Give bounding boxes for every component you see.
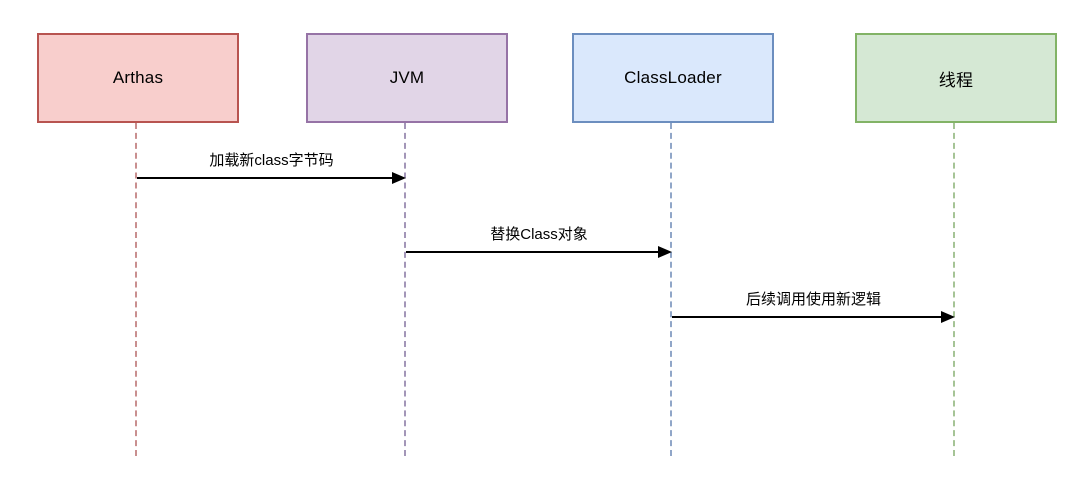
actor-box-thread: 线程 bbox=[855, 33, 1057, 123]
message-load-new-class-bytecode: 加载新class字节码 bbox=[137, 150, 406, 184]
lifeline-arthas bbox=[135, 123, 137, 456]
actor-label-arthas: Arthas bbox=[112, 68, 164, 87]
lifeline-jvm bbox=[404, 123, 406, 456]
arrowhead-icon bbox=[392, 172, 406, 184]
actor-label-jvm: JVM bbox=[389, 68, 425, 87]
actor-box-classloader: ClassLoader bbox=[572, 33, 774, 123]
message-subsequent-calls-new-logic: 后续调用使用新逻辑 bbox=[672, 289, 955, 323]
arrowhead-icon bbox=[941, 311, 955, 323]
actor-box-arthas: Arthas bbox=[37, 33, 239, 123]
message-label: 加载新class字节码 bbox=[209, 152, 334, 169]
message-label: 后续调用使用新逻辑 bbox=[745, 291, 881, 308]
lifeline-classloader bbox=[670, 123, 672, 456]
actor-label-thread: 线程 bbox=[938, 70, 974, 90]
message-line bbox=[137, 177, 402, 179]
message-label: 替换Class对象 bbox=[490, 226, 588, 243]
message-replace-class-object: 替换Class对象 bbox=[406, 224, 672, 258]
arrowhead-icon bbox=[658, 246, 672, 258]
message-line bbox=[406, 251, 668, 253]
actor-label-classloader: ClassLoader bbox=[624, 68, 722, 87]
actor-box-jvm: JVM bbox=[306, 33, 508, 123]
lifeline-thread bbox=[953, 123, 955, 456]
message-line bbox=[672, 316, 951, 318]
